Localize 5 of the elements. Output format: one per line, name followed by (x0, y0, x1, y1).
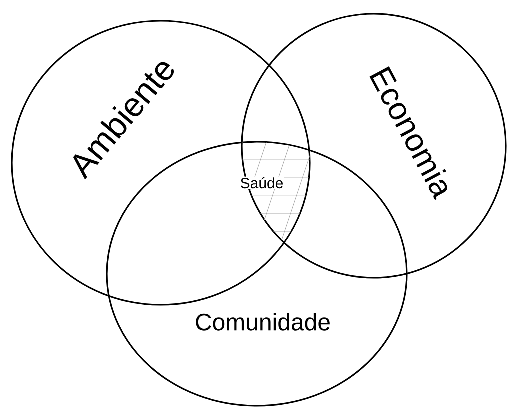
hatched-region: Saúde (240, 142, 310, 270)
circle-label: Comunidade (196, 313, 330, 331)
node-label: Saúde (240, 177, 284, 189)
venn-circle (241, 13, 507, 279)
venn-circle (11, 20, 311, 306)
